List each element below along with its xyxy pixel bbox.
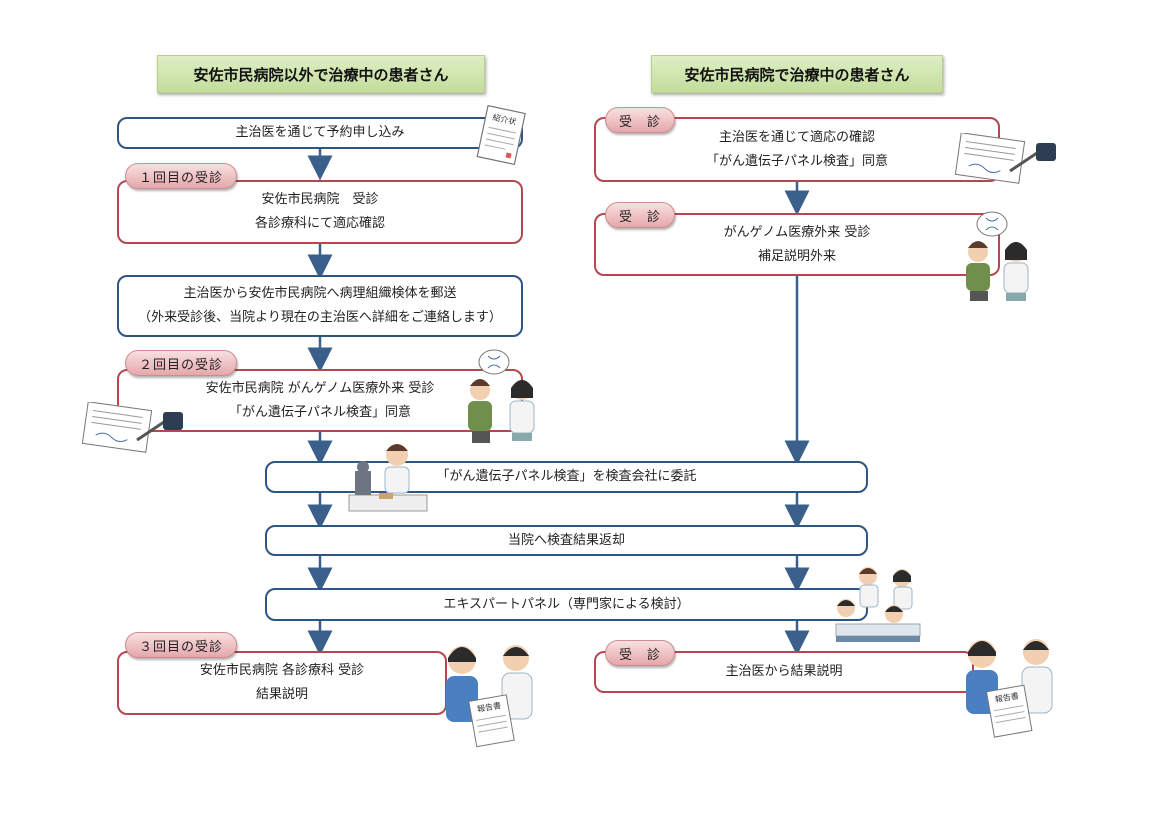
result-explanation-illustration-left: 報告書 <box>446 645 533 748</box>
visit3-tag: ３回目の受診 <box>125 632 237 658</box>
right-visit3-box: 主治医から結果説明 <box>594 651 974 693</box>
visit2-tag-label: ２回目の受診 <box>138 357 223 373</box>
right-visit3-tag-label: 受 診 <box>618 647 661 663</box>
visit3-tag-label: ３回目の受診 <box>138 639 223 655</box>
step-expert-panel-label: エキスパートパネル（専門家による検討） <box>443 596 690 612</box>
step-expert-panel: エキスパートパネル（専門家による検討） <box>265 588 868 621</box>
visit3-line2: 結果説明 <box>255 687 308 702</box>
right-visit2-tag: 受 診 <box>605 202 675 228</box>
right-visit1-line1: 主治医を通じて適応の確認 <box>718 129 875 145</box>
visit1-line1: 安佐市民病院 受診 <box>261 192 379 207</box>
right-visit3-tag: 受 診 <box>605 640 675 666</box>
step-specimen: 主治医から安佐市民病院へ病理組織検体を郵送 （外来受診後、当院より現在の主治医へ… <box>117 275 523 337</box>
header-this-hospital: 安佐市民病院で治療中の患者さん <box>651 55 943 93</box>
right-visit1-tag-label: 受 診 <box>618 114 661 130</box>
visit2-line2: 「がん遺伝子パネル検査」同意 <box>228 404 411 420</box>
right-visit2-line2: 補足説明外来 <box>757 248 836 264</box>
referral-letter-title: 紹介状 <box>492 112 518 127</box>
visit3-line1: 安佐市民病院 各診療科 受診 <box>199 663 365 678</box>
visit1-line2: 各診療科にて適応確認 <box>254 216 385 231</box>
step-reservation-label: 主治医を通じて予約申し込み <box>235 125 405 140</box>
right-visit2-line1: がんゲノム医療外来 受診 <box>723 224 871 240</box>
right-visit3-line1: 主治医から結果説明 <box>725 664 843 679</box>
header-other-hospital: 安佐市民病院以外で治療中の患者さん <box>157 55 485 93</box>
step-specimen-line2: （外来受診後、当院より現在の主治医へ詳細をご連絡します） <box>138 310 502 325</box>
visit2-tag: ２回目の受診 <box>125 350 237 376</box>
visit2-line1: 安佐市民病院 がんゲノム医療外来 受診 <box>205 380 435 396</box>
consent-signing-illustration-right <box>954 133 1056 184</box>
visit3-box: 安佐市民病院 各診療科 受診 結果説明 <box>117 651 447 715</box>
consultation-illustration-left <box>468 349 535 443</box>
referral-letter-illustration: 紹介状 <box>476 105 526 166</box>
right-visit1-line2: 「がん遺伝子パネル検査」同意 <box>705 153 888 169</box>
right-visit1-box: 主治医を通じて適応の確認 「がん遺伝子パネル検査」同意 <box>594 117 1000 182</box>
expert-panel-illustration <box>835 567 921 642</box>
step-specimen-line1: 主治医から安佐市民病院へ病理組織検体を郵送 <box>183 286 457 301</box>
result-explanation-illustration-right: 報告書 <box>966 639 1053 738</box>
right-visit2-tag-label: 受 診 <box>618 209 661 225</box>
visit1-tag: １回目の受診 <box>125 163 237 189</box>
step-outsource-label: 「がん遺伝子パネル検査」を検査会社に委託 <box>436 469 697 484</box>
report-right-title: 報告書 <box>994 690 1019 704</box>
consent-signing-illustration-left <box>81 402 183 453</box>
visit1-box: 安佐市民病院 受診 各診療科にて適応確認 <box>117 180 523 244</box>
right-visit1-tag: 受 診 <box>605 107 675 133</box>
step-results-return-label: 当院へ検査結果返却 <box>507 532 625 548</box>
header-this-hospital-label: 安佐市民病院で治療中の患者さん <box>684 65 910 84</box>
visit2-box: 安佐市民病院 がんゲノム医療外来 受診 「がん遺伝子パネル検査」同意 <box>117 369 523 432</box>
consultation-illustration-right <box>966 211 1029 301</box>
header-other-hospital-label: 安佐市民病院以外で治療中の患者さん <box>193 65 449 84</box>
step-results-return: 当院へ検査結果返却 <box>265 525 868 556</box>
laboratory-illustration <box>348 444 428 512</box>
visit1-tag-label: １回目の受診 <box>138 170 223 186</box>
step-reservation: 主治医を通じて予約申し込み <box>117 117 523 149</box>
report-left-title: 報告書 <box>476 700 501 714</box>
